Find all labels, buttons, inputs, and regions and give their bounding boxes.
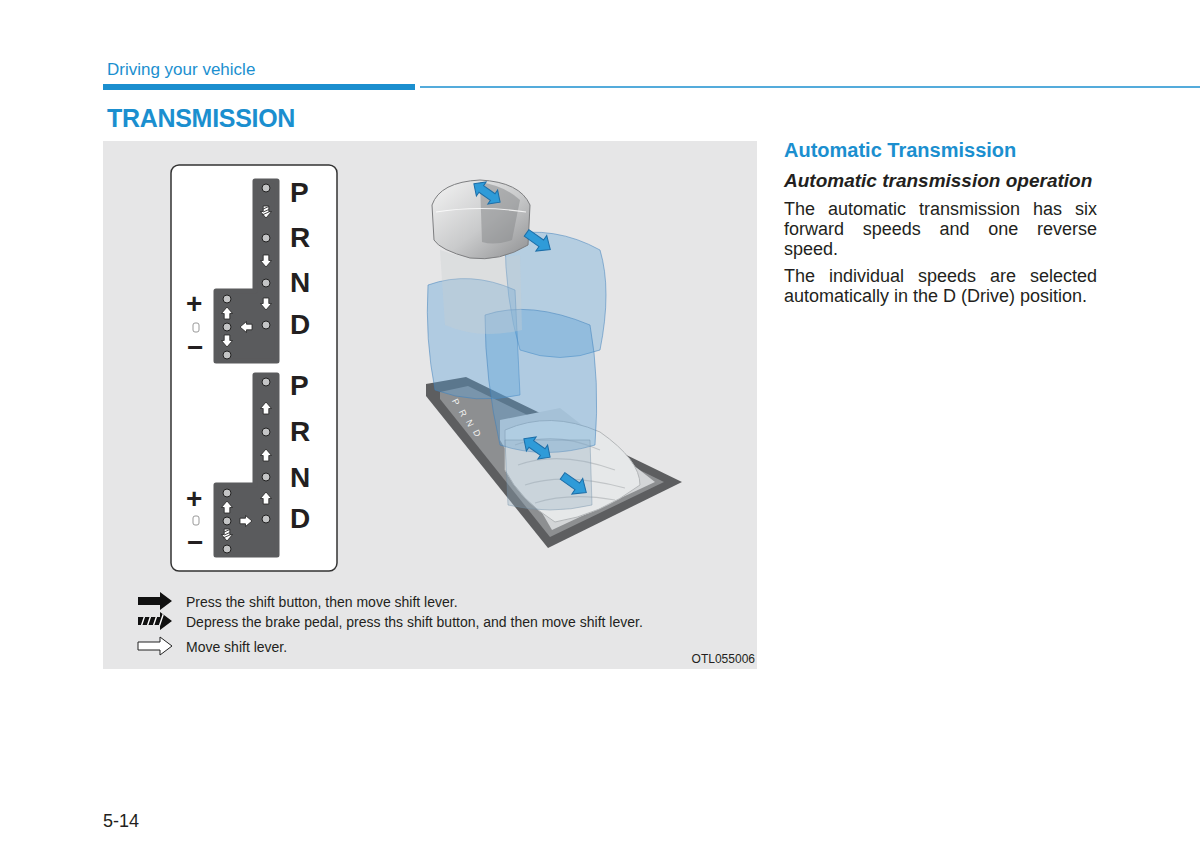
figure-panel xyxy=(103,141,757,669)
page-title: TRANSMISSION xyxy=(107,104,295,133)
subheading: Automatic transmission operation xyxy=(784,171,1097,191)
section-header: Driving your vehicle xyxy=(107,60,255,80)
gear-letter: P xyxy=(290,179,309,207)
gate-letter: R xyxy=(457,408,469,418)
gear-letter: D xyxy=(290,505,310,533)
gate-letter: P xyxy=(450,397,462,407)
shift-sign: + xyxy=(186,485,202,513)
figure-code: OTL055006 xyxy=(692,653,755,667)
header-rule xyxy=(420,86,1200,88)
legend-arrow-outline xyxy=(138,637,172,655)
lever-icon xyxy=(193,323,199,332)
gear-letter: R xyxy=(290,418,310,446)
gate-letter: D xyxy=(471,428,483,438)
gear-letter: P xyxy=(290,372,309,400)
gear-letter: N xyxy=(290,269,310,297)
gate-plate xyxy=(216,375,277,555)
body-text: The individual speeds are selected autom… xyxy=(784,266,1097,306)
shift-sign: − xyxy=(187,334,203,362)
gate-letter: N xyxy=(464,418,476,428)
body-text: The automatic transmission has six forwa… xyxy=(784,199,1097,259)
header-bar xyxy=(103,84,415,90)
gear-letter: N xyxy=(290,464,310,492)
gear-letter: D xyxy=(290,311,310,339)
section-heading: Automatic Transmission xyxy=(784,139,1016,162)
shift-pattern-box xyxy=(171,165,337,571)
lever-icon xyxy=(193,516,199,525)
legend-arrow-striped xyxy=(138,612,172,630)
legend-text: Press the shift button, then move shift … xyxy=(186,594,458,610)
shift-sign: + xyxy=(186,290,202,318)
legend-arrow-solid xyxy=(138,592,172,610)
gate-plate xyxy=(216,181,277,361)
shift-sign: − xyxy=(187,529,203,557)
legend-text: Depress the brake pedal, press ths shift… xyxy=(186,614,643,630)
shifter-illustration xyxy=(426,177,682,548)
gear-letter: R xyxy=(290,224,310,252)
page-number: 5-14 xyxy=(103,811,139,832)
legend-text: Move shift lever. xyxy=(186,639,287,655)
